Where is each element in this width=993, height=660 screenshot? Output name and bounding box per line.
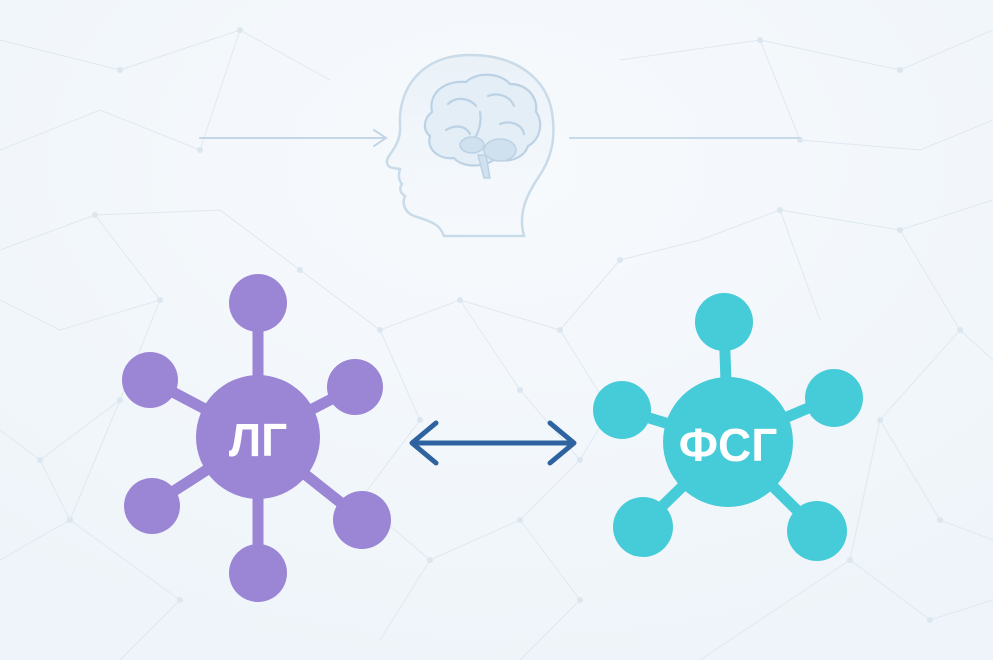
fsh-node-satellites: [593, 293, 863, 561]
header-left-arrow: [199, 129, 388, 147]
lh-satellite-lower-left: [124, 478, 180, 534]
lh-node-core: [196, 375, 320, 499]
fsh-satellite-right: [805, 369, 863, 427]
fsh-satellite-lower-right: [787, 501, 847, 561]
bidirectional-arrow: [409, 420, 577, 466]
fsh-satellite-top: [695, 293, 753, 351]
lh-node-group: ЛГ: [122, 274, 391, 602]
fsh-node-group: ФСГ: [593, 293, 863, 561]
arrowhead-right: [547, 420, 577, 466]
lh-satellite-upper-right: [327, 359, 383, 415]
fsh-node-core: [663, 377, 793, 507]
lh-satellite-lower-right: [333, 491, 391, 549]
fsh-satellite-left: [593, 381, 651, 439]
lh-satellite-bottom: [229, 544, 287, 602]
lh-satellite-top: [229, 274, 287, 332]
lh-satellite-upper-left: [122, 352, 178, 408]
header-decoration: [199, 53, 801, 238]
lh-node-satellites: [122, 274, 391, 602]
arrowhead-left: [409, 420, 439, 466]
head-brain-icon: [385, 53, 555, 238]
fsh-node-label: ФСГ: [679, 419, 778, 471]
lh-node-label: ЛГ: [229, 414, 287, 466]
fsh-satellite-lower-left: [613, 497, 673, 557]
